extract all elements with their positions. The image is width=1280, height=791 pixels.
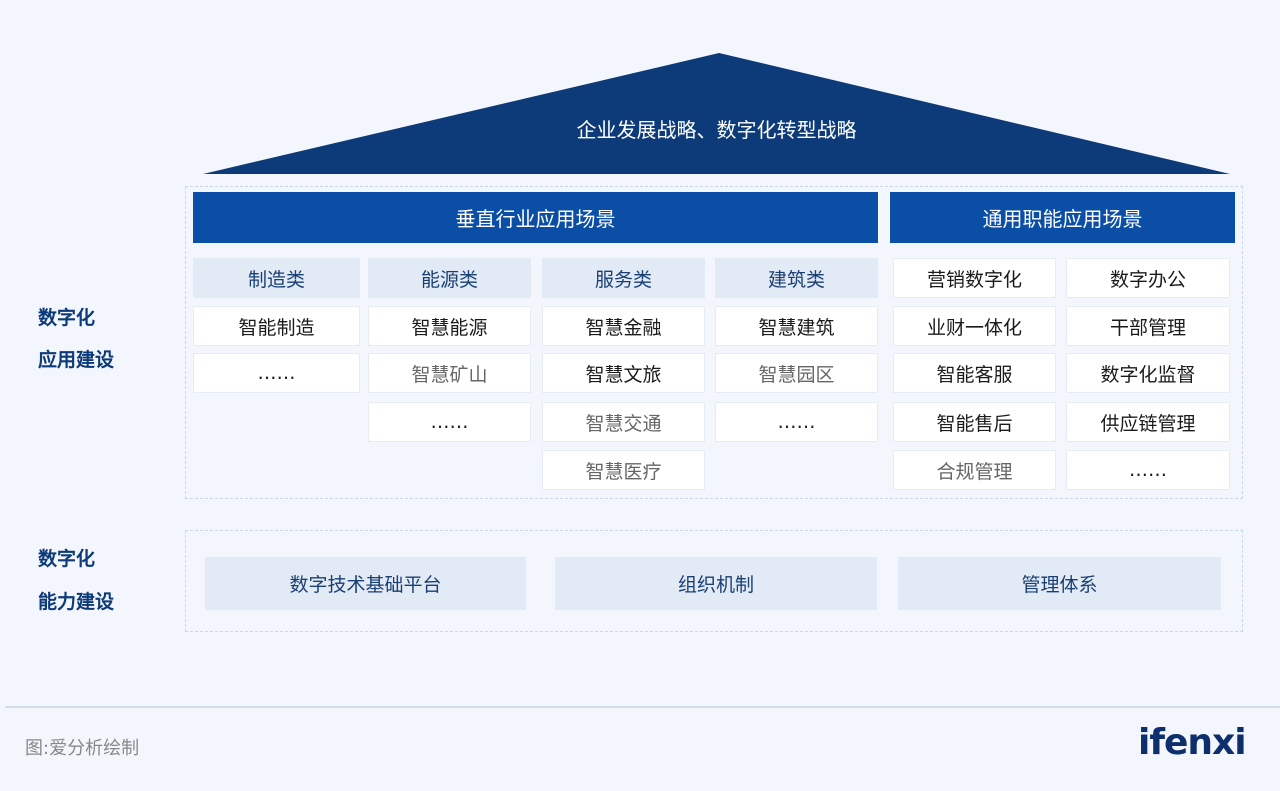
function-cell: 智能售后: [893, 402, 1056, 442]
category-header: 服务类: [542, 258, 705, 298]
application-section: [185, 186, 1243, 499]
side-label-cap-2: 能力建设: [38, 591, 115, 613]
function-cell: 干部管理: [1066, 306, 1230, 346]
scenario-cell: 智慧建筑: [715, 306, 878, 346]
function-cell: 智能客服: [893, 353, 1056, 393]
strategy-title: 企业发展战略、数字化转型战略: [576, 118, 857, 142]
category-header: 建筑类: [715, 258, 878, 298]
side-label-app-1: 数字化: [38, 307, 96, 329]
capability-section: [185, 530, 1243, 632]
function-cell: 供应链管理: [1066, 402, 1230, 442]
capability-item: 管理体系: [898, 557, 1221, 610]
function-cell: 数字办公: [1066, 258, 1230, 298]
scenario-cell: 智慧园区: [715, 353, 878, 393]
vertical-header: 垂直行业应用场景: [193, 192, 878, 243]
function-cell: 数字化监督: [1066, 353, 1230, 393]
scenario-cell: ……: [368, 402, 531, 442]
scenario-cell: ……: [715, 402, 878, 442]
capability-item: 组织机制: [555, 557, 877, 610]
scenario-cell: 智慧金融: [542, 306, 705, 346]
category-header: 能源类: [368, 258, 531, 298]
scenario-cell: 智慧医疗: [542, 450, 705, 490]
function-cell: 业财一体化: [893, 306, 1056, 346]
capability-item: 数字技术基础平台: [205, 557, 526, 610]
side-label-cap-1: 数字化: [38, 548, 96, 570]
side-label-app-2: 应用建设: [38, 349, 115, 371]
scenario-cell: 智慧交通: [542, 402, 705, 442]
scenario-cell: 智慧文旅: [542, 353, 705, 393]
function-cell: 合规管理: [893, 450, 1056, 490]
category-header: 制造类: [193, 258, 360, 298]
function-cell: 营销数字化: [893, 258, 1056, 298]
scenario-cell: 智慧矿山: [368, 353, 531, 393]
general-header: 通用职能应用场景: [890, 192, 1235, 243]
function-cell: ……: [1066, 450, 1230, 490]
scenario-cell: ……: [193, 353, 360, 393]
ifenxi-logo: ifenxi: [1138, 722, 1247, 763]
scenario-cell: 智能制造: [193, 306, 360, 346]
scenario-cell: 智慧能源: [368, 306, 531, 346]
source-caption: 图:爱分析绘制: [25, 738, 140, 759]
